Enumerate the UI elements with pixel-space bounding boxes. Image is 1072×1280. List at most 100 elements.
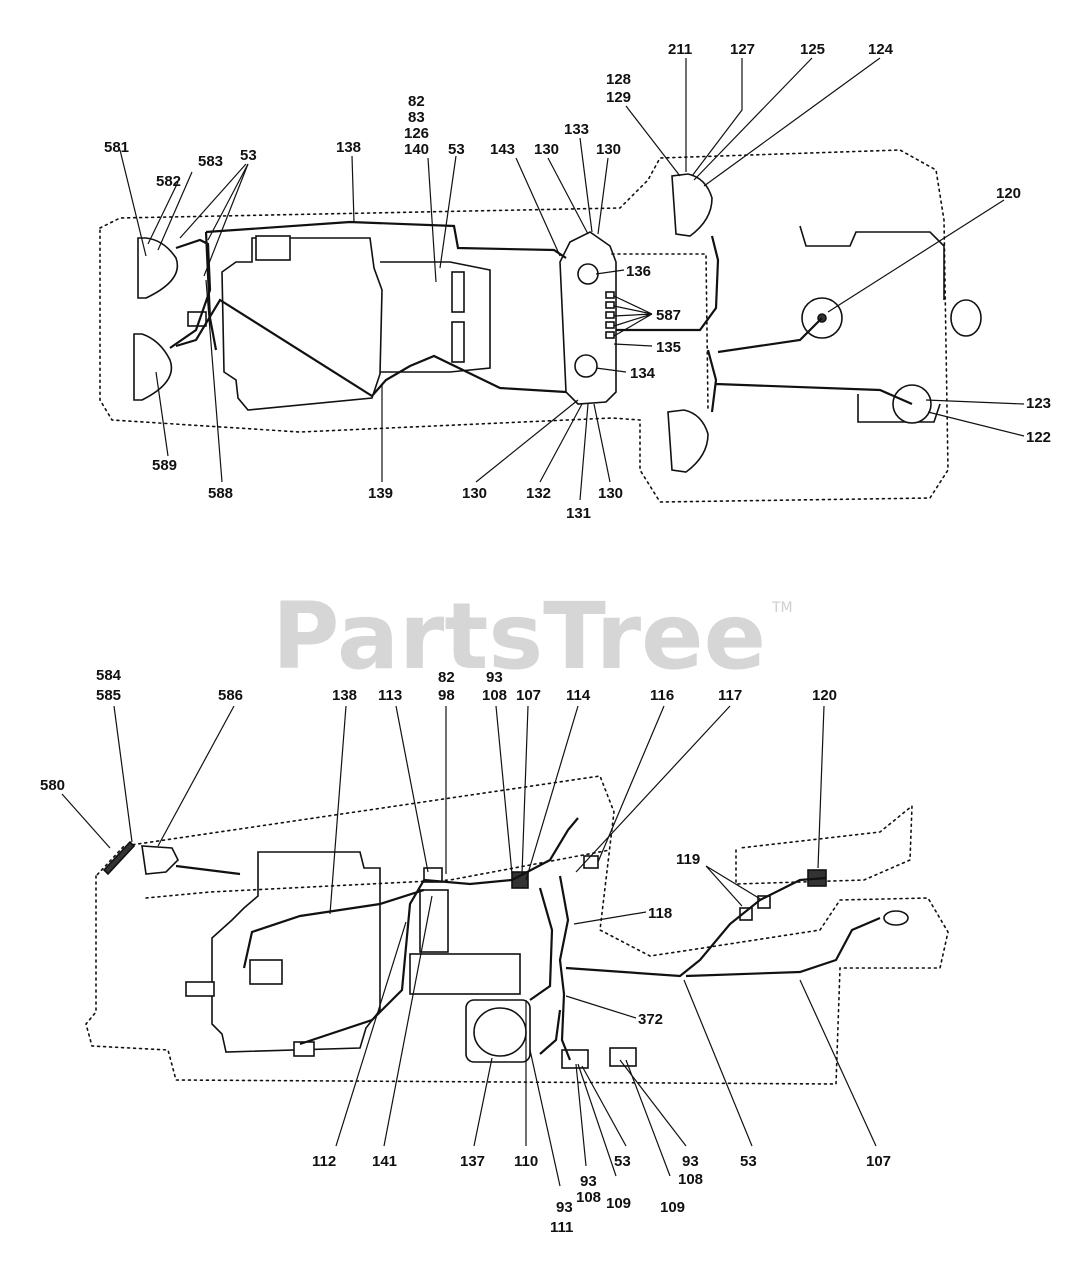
top-view: 581 582 583 53 138 82 83 126 140 53 143 … [99,41,1051,522]
side-frame-rail [409,953,521,995]
callout-211: 211 [668,41,692,58]
callout-127: 127 [730,41,755,58]
callout-126: 126 [404,125,429,142]
side-dash-post [419,889,449,953]
callout-140: 140 [404,141,429,158]
callout-137: 137 [460,1153,485,1170]
side-connector [293,1041,315,1057]
top-ammeter [577,263,599,285]
callout-119: 119 [676,851,700,868]
callout-133: 133 [564,121,589,138]
callout-588: 588 [208,485,233,502]
side-harness-rear [565,876,881,978]
callout-589: 589 [152,457,177,474]
side-light-switch [583,855,599,869]
top-fender-outline [799,225,945,300]
callout-584: 584 [96,667,122,684]
callout-130: 130 [596,141,621,158]
callout-372: 372 [638,1011,663,1028]
top-engine-block [221,237,383,411]
callout-93: 93 [556,1199,573,1216]
top-leader-lines [119,57,1025,501]
top-harness-main [175,220,567,398]
side-fuel-gauge [883,910,909,926]
side-battery-cap [473,1007,527,1057]
top-headlight-upper [137,237,179,299]
callout-82: 82 [408,93,425,110]
callout-138: 138 [336,139,361,156]
callout-132: 132 [526,485,551,502]
callout-587: 587 [656,307,681,324]
callout-118: 118 [648,905,672,922]
callout-581: 581 [104,139,129,156]
callout-122: 122 [1026,429,1051,446]
callout-125: 125 [800,41,825,58]
side-leader-lines [61,705,877,1187]
top-engine-part-b [451,321,465,363]
side-light-bar [102,840,136,876]
callout-107: 107 [866,1153,891,1170]
callout-53: 53 [240,147,257,164]
top-headlight-lower [133,333,173,401]
callout-53: 53 [448,141,465,158]
top-chassis-outline [99,149,949,503]
top-hour-meter [574,354,598,378]
callout-98: 98 [438,687,455,704]
callout-109: 109 [606,1195,631,1212]
callout-585: 585 [96,687,121,704]
callout-114: 114 [566,687,591,704]
callout-120: 120 [812,687,837,704]
callout-123: 123 [1026,395,1051,412]
top-fuel-cap [950,299,982,337]
side-harness-main [175,817,579,1061]
callout-109: 109 [660,1199,685,1216]
callout-120: 120 [996,185,1021,202]
callout-128: 128 [606,71,631,88]
callout-113: 113 [378,687,402,704]
watermark-text: PartsTree [272,583,766,690]
top-harness-rear [616,235,913,413]
callout-143: 143 [490,141,515,158]
callout-53: 53 [614,1153,631,1170]
callout-108: 108 [678,1171,703,1188]
side-seat-outline [735,804,913,885]
side-view: 584 585 586 580 138 113 82 98 93 108 107… [40,667,949,1236]
callout-131: 131 [566,505,591,522]
callout-93: 93 [580,1173,597,1190]
callout-112: 112 [312,1153,336,1170]
callout-107: 107 [516,687,541,704]
callout-116: 116 [650,687,674,704]
callout-134: 134 [630,365,656,382]
callout-108: 108 [576,1189,601,1206]
callout-108: 108 [482,687,507,704]
top-dash-outline [611,253,709,411]
callout-124: 124 [868,41,894,58]
callout-139: 139 [368,485,393,502]
callout-135: 135 [656,339,681,356]
top-engine-starter [255,235,291,261]
callout-130: 130 [534,141,559,158]
side-engine-starter [249,959,283,985]
callout-136: 136 [626,263,651,280]
callout-111: 111 [550,1219,573,1236]
side-chassis-outline [85,775,949,1085]
top-engine-tank [380,261,491,373]
callout-130: 130 [462,485,487,502]
side-harness-engine [242,887,554,1001]
side-callouts: 584 585 586 580 138 113 82 98 93 108 107… [40,667,891,1236]
side-engine-shaft [185,981,215,997]
callout-93: 93 [486,669,503,686]
top-switch-bank [605,291,615,339]
callout-83: 83 [408,109,425,126]
callout-580: 580 [40,777,65,794]
callout-82: 82 [438,669,455,686]
top-taillight-lower [667,409,709,473]
top-rear-bracket [857,394,941,423]
callout-586: 586 [218,687,243,704]
side-solenoid [511,871,529,889]
callout-110: 110 [514,1153,538,1170]
side-relay [609,1047,637,1067]
callout-53: 53 [740,1153,757,1170]
callout-138: 138 [332,687,357,704]
